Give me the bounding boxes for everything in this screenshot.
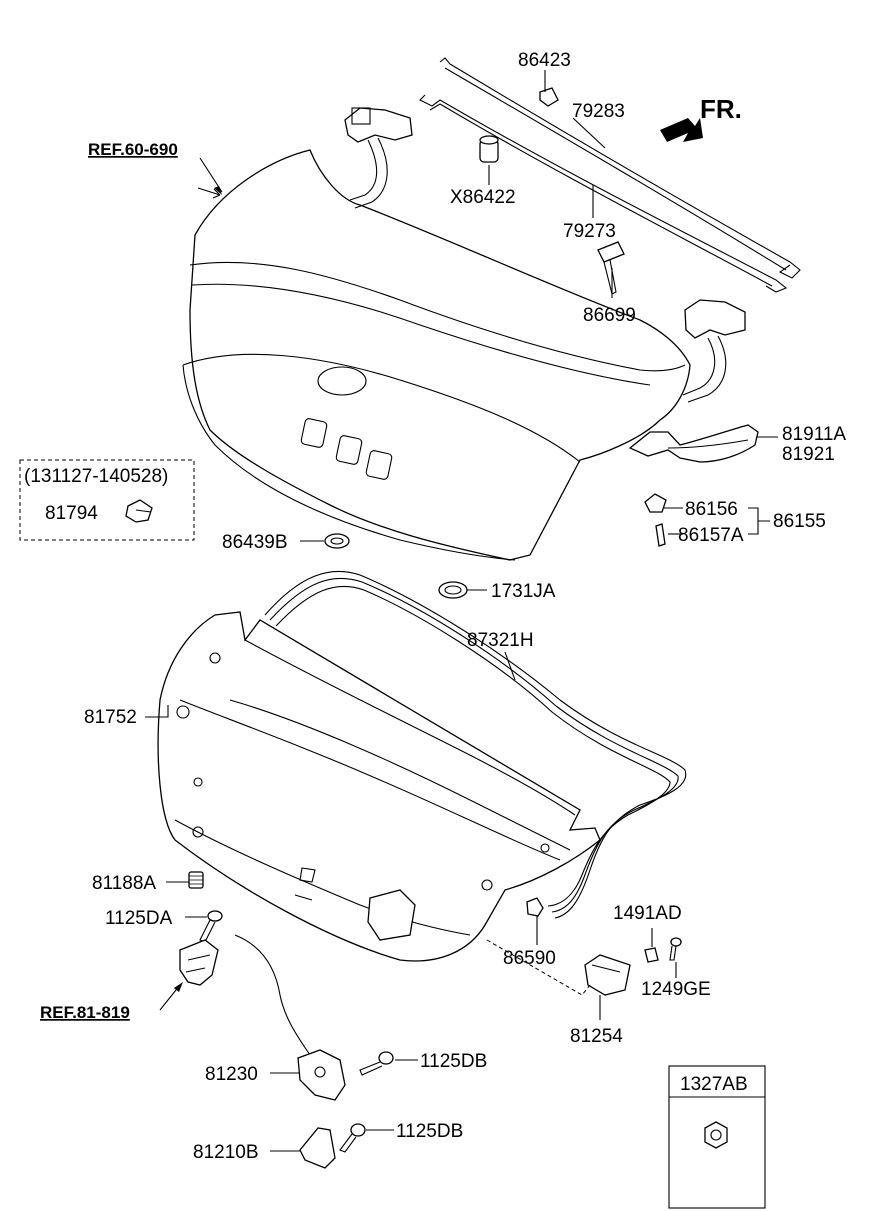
- label-1731ja: 1731JA: [491, 581, 556, 602]
- plug-1731ja: [438, 581, 468, 599]
- bumper-81188a: [188, 871, 204, 889]
- bolt-1125db-a: [359, 1051, 394, 1076]
- latch-actuator: [179, 939, 219, 986]
- bolt-1125db-b: [339, 1123, 366, 1153]
- bushing-x86422: [479, 135, 499, 163]
- nut-1327ab-box: [668, 1065, 766, 1209]
- ref-top-label: REF.60-690: [88, 140, 178, 159]
- direction-label: FR.: [700, 94, 742, 124]
- label-86699: 86699: [583, 305, 636, 326]
- label-86155: 86155: [773, 511, 826, 532]
- bracket-bumper: [367, 889, 416, 941]
- label-86157a: 86157A: [678, 525, 744, 546]
- hinge-left: [344, 107, 413, 209]
- label-1491ad: 1491AD: [613, 903, 682, 924]
- front-direction-arrow: [660, 118, 703, 142]
- weatherstrip-87321h: [264, 570, 687, 919]
- date-range-box: [19, 459, 195, 541]
- trim-panel-81752: [157, 611, 601, 962]
- leader-lines: [135, 70, 778, 1152]
- label-81752: 81752: [84, 707, 137, 728]
- clip-86590: [526, 897, 544, 917]
- label-1125da: 1125DA: [105, 908, 173, 929]
- pin-86157a: [655, 523, 666, 547]
- release-cable: [234, 934, 311, 1056]
- label-81794: 81794: [45, 503, 98, 524]
- label-81911a: 81911A: [782, 424, 846, 445]
- label-79283: 79283: [572, 101, 625, 122]
- label-81210b: 81210B: [193, 1142, 259, 1163]
- clip-1491ad: [644, 947, 659, 963]
- hinge-right: [682, 299, 746, 403]
- label-1249ge: 1249GE: [641, 979, 711, 1000]
- handle-81911a: [628, 424, 759, 463]
- date-range-note: (131127-140528): [24, 466, 168, 487]
- striker-81210b: [299, 1127, 336, 1169]
- bolt-86699: [597, 241, 625, 295]
- label-87321h: 87321H: [467, 630, 534, 651]
- clip-86423: [539, 87, 559, 107]
- camera-81254: [584, 954, 631, 996]
- label-79273: 79273: [563, 221, 616, 242]
- label-86439b: 86439B: [222, 532, 288, 553]
- bumper-86439b: [324, 533, 350, 549]
- dashed-leader: [486, 939, 591, 996]
- label-x86422: X86422: [450, 187, 516, 208]
- ref-latch-label: REF.81-819: [40, 1003, 130, 1022]
- screw-1249ge: [669, 937, 682, 961]
- label-86590: 86590: [503, 948, 556, 969]
- label-86156: 86156: [685, 499, 738, 520]
- label-81188a: 81188A: [92, 873, 156, 894]
- latch-81230: [297, 1049, 346, 1101]
- label-1125db-b: 1125DB: [396, 1121, 463, 1142]
- label-81230: 81230: [205, 1064, 258, 1085]
- torsion-bars: [419, 57, 801, 293]
- label-81921: 81921: [782, 444, 835, 465]
- label-1327ab: 1327AB: [680, 1074, 748, 1095]
- label-86423: 86423: [518, 50, 571, 71]
- trunk-lid-panel: [182, 149, 691, 561]
- grommet-86156: [644, 493, 667, 513]
- clip-81794: [125, 499, 153, 523]
- label-81254: 81254: [570, 1026, 623, 1047]
- label-1125db-a: 1125DB: [420, 1051, 487, 1072]
- bolt-1125da: [199, 910, 223, 943]
